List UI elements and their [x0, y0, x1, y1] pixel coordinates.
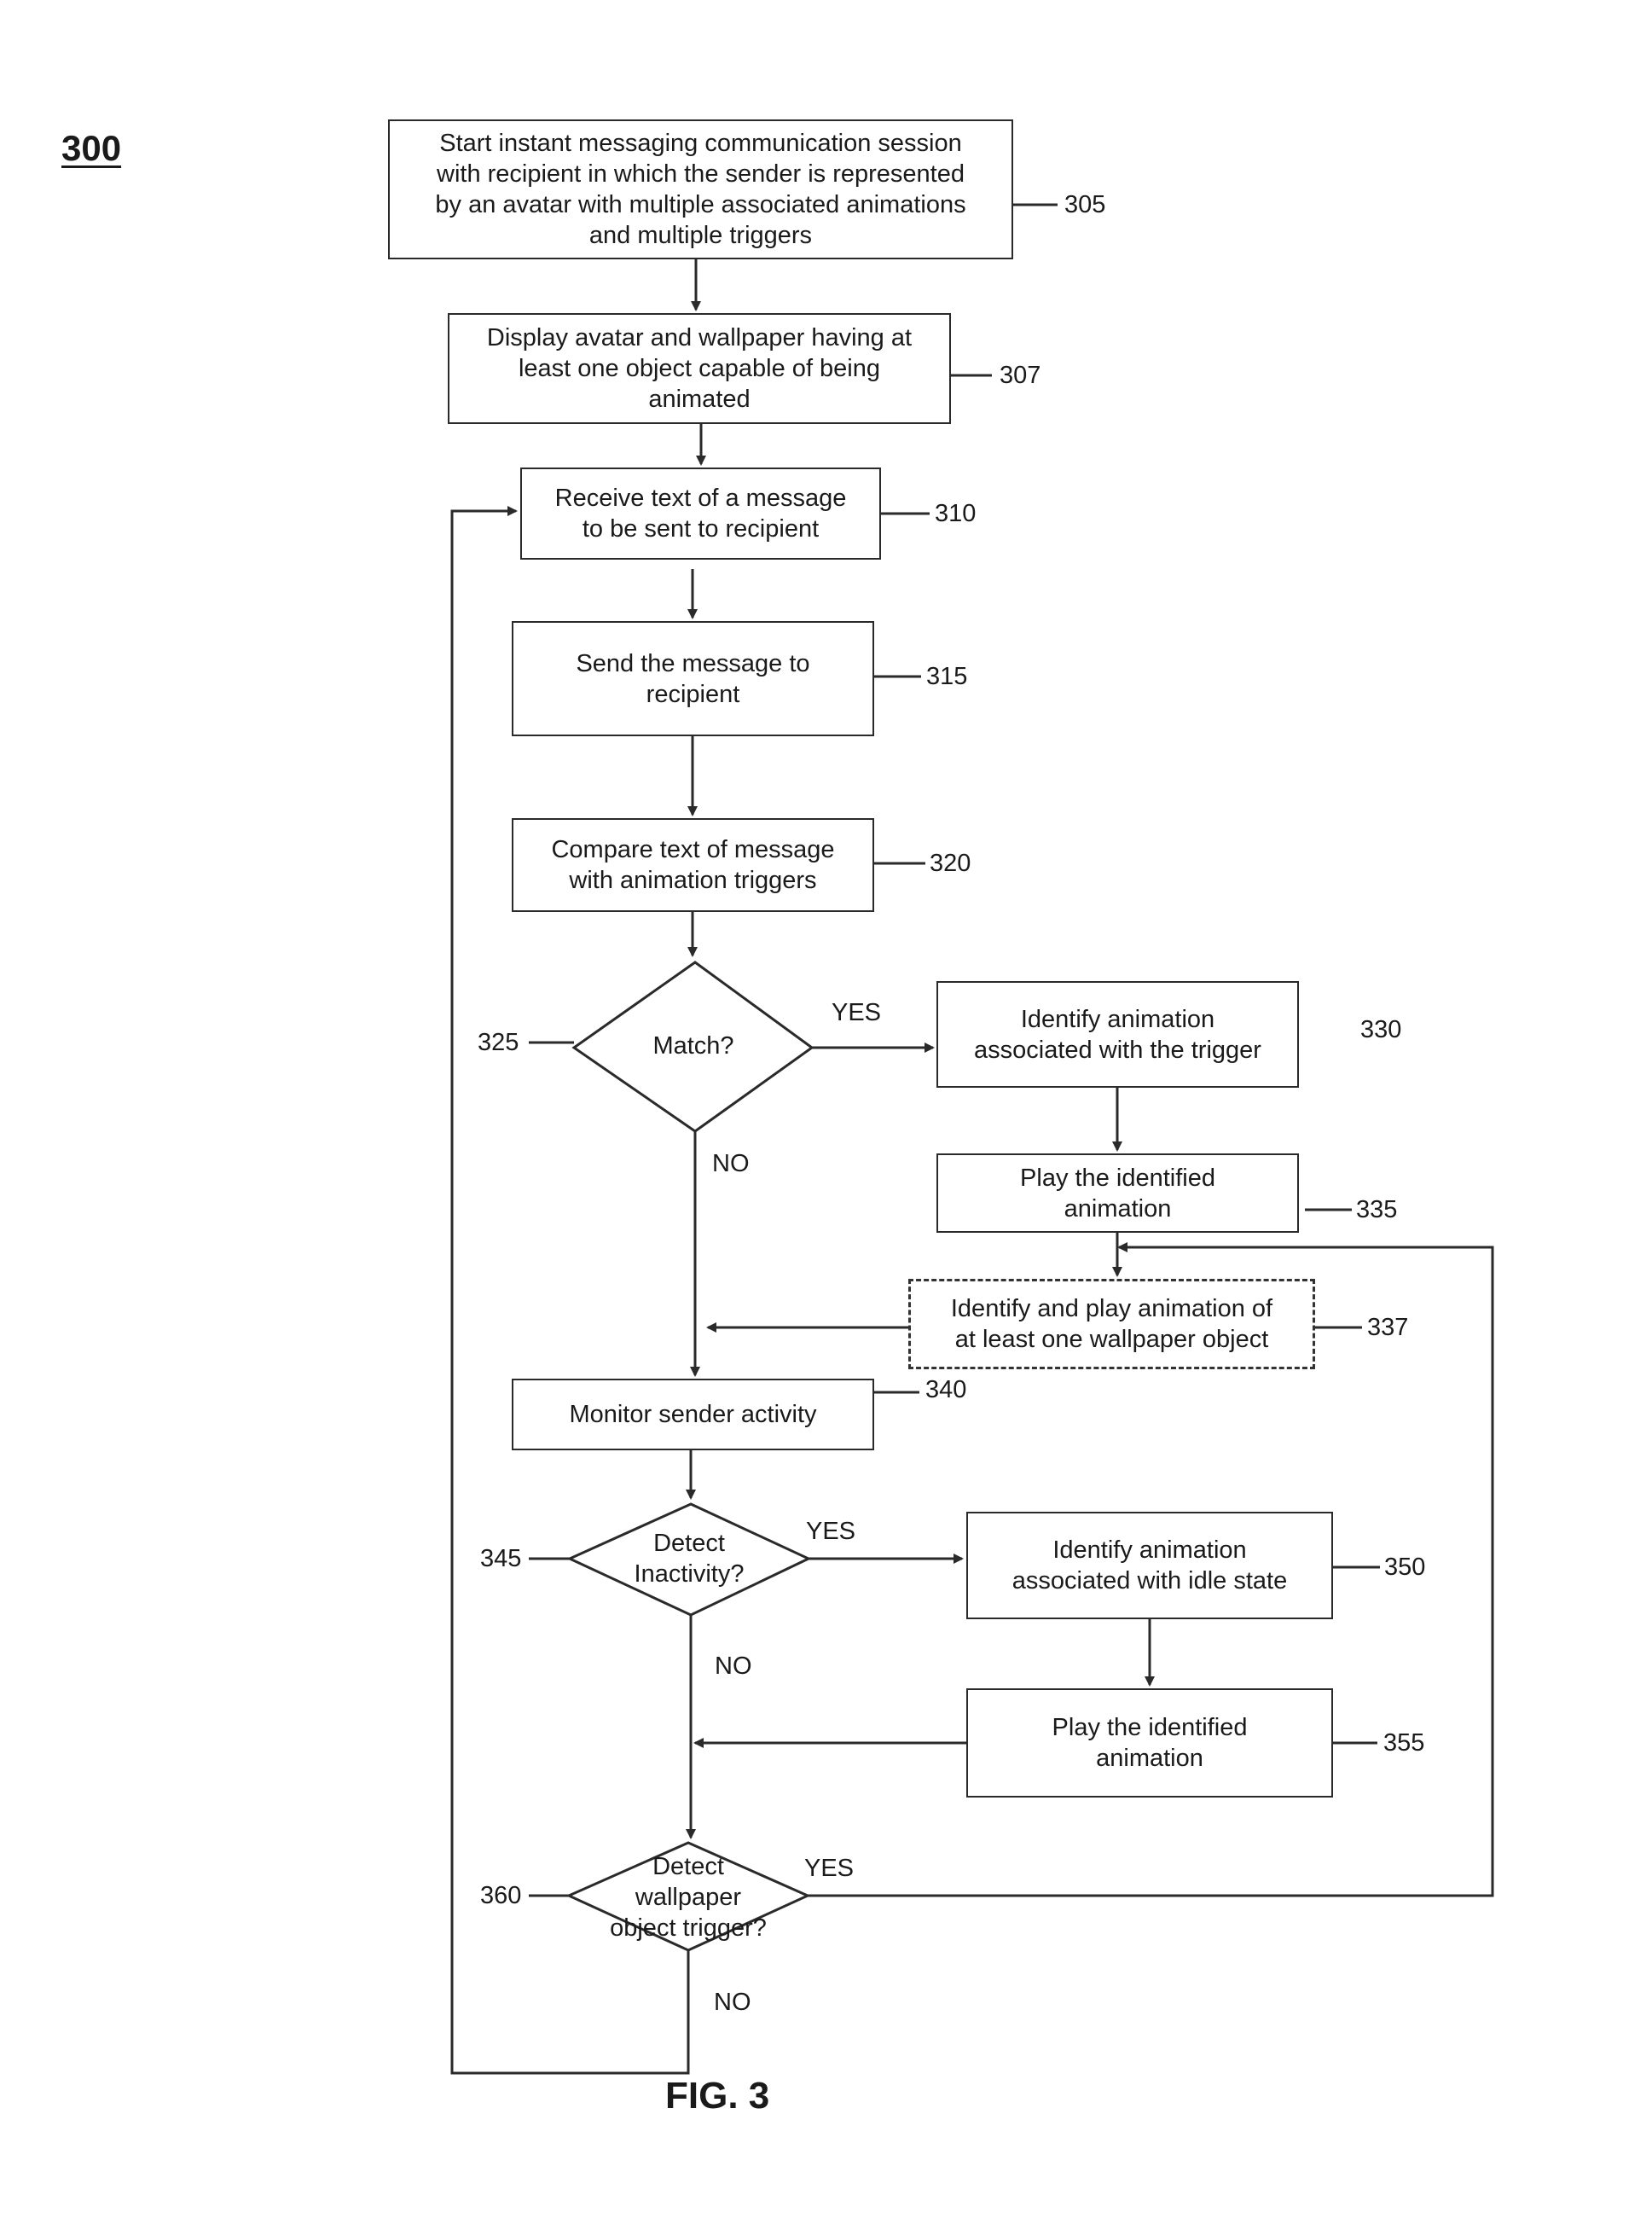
- ref-360: 360: [480, 1881, 521, 1910]
- decision-345-no-label: NO: [715, 1652, 752, 1681]
- ref-315: 315: [926, 662, 967, 691]
- decision-360-line-1: Detect: [610, 1851, 767, 1882]
- decision-360-no-label: NO: [714, 1988, 751, 2017]
- step-330-line-1: Identify animation: [974, 1004, 1261, 1035]
- decision-360-yes-label: YES: [804, 1854, 854, 1883]
- ref-305: 305: [1064, 190, 1105, 219]
- arrow-360-no-loop-310: [452, 511, 688, 2073]
- ref-330: 330: [1360, 1015, 1401, 1044]
- step-350-line-1: Identify animation: [1012, 1535, 1287, 1565]
- step-330-line-2: associated with the trigger: [974, 1035, 1261, 1066]
- decision-325-yes-label: YES: [832, 998, 881, 1027]
- step-335-line-1: Play the identified: [1020, 1163, 1215, 1194]
- step-320-line-2: with animation triggers: [551, 865, 834, 896]
- ref-355: 355: [1383, 1728, 1424, 1757]
- decision-325-line-1: Match?: [652, 1031, 733, 1061]
- ref-337: 337: [1367, 1313, 1408, 1342]
- decision-345-yes-label: YES: [806, 1517, 855, 1546]
- decision-345-line-1: Detect: [635, 1528, 745, 1559]
- step-310-line-1: Receive text of a message: [555, 483, 847, 514]
- step-307-line-1: Display avatar and wallpaper having at: [487, 322, 912, 353]
- step-307-line-3: animated: [487, 384, 912, 415]
- ref-325: 325: [478, 1028, 519, 1057]
- ref-350: 350: [1384, 1553, 1425, 1582]
- ref-307: 307: [1000, 361, 1040, 390]
- step-310-line-2: to be sent to recipient: [555, 514, 847, 544]
- decision-325-no-label: NO: [712, 1149, 750, 1178]
- step-340-box: Monitor sender activity: [512, 1379, 874, 1450]
- step-310-box: Receive text of a message to be sent to …: [520, 468, 881, 560]
- ref-320: 320: [930, 849, 971, 878]
- step-330-box: Identify animation associated with the t…: [936, 981, 1299, 1088]
- step-355-box: Play the identified animation: [966, 1688, 1333, 1798]
- step-315-line-1: Send the message to: [576, 648, 809, 679]
- step-305-line-1: Start instant messaging communication se…: [435, 128, 965, 159]
- step-305-box: Start instant messaging communication se…: [388, 119, 1013, 259]
- decision-360-line-3: object trigger?: [610, 1913, 767, 1943]
- step-335-box: Play the identified animation: [936, 1153, 1299, 1233]
- step-315-line-2: recipient: [576, 679, 809, 710]
- step-337-line-1: Identify and play animation of: [951, 1293, 1272, 1324]
- step-307-box: Display avatar and wallpaper having at l…: [448, 313, 951, 424]
- step-305-line-4: and multiple triggers: [435, 220, 965, 251]
- step-315-box: Send the message to recipient: [512, 621, 874, 736]
- ref-345: 345: [480, 1544, 521, 1573]
- step-337-line-2: at least one wallpaper object: [951, 1324, 1272, 1355]
- step-305-line-2: with recipient in which the sender is re…: [435, 159, 965, 189]
- decision-360-text: Detect wallpaper object trigger?: [610, 1851, 767, 1943]
- figure-caption: FIG. 3: [665, 2075, 769, 2117]
- step-350-line-2: associated with idle state: [1012, 1565, 1287, 1596]
- step-305-line-3: by an avatar with multiple associated an…: [435, 189, 965, 220]
- ref-310: 310: [935, 499, 976, 528]
- decision-345-text: Detect Inactivity?: [635, 1528, 745, 1589]
- decision-345-line-2: Inactivity?: [635, 1559, 745, 1589]
- step-355-line-1: Play the identified: [1052, 1712, 1248, 1743]
- step-337-box: Identify and play animation of at least …: [908, 1279, 1315, 1369]
- figure-number: 300: [61, 128, 121, 169]
- ref-335: 335: [1356, 1195, 1397, 1224]
- step-335-line-2: animation: [1020, 1194, 1215, 1224]
- step-340-line-1: Monitor sender activity: [569, 1399, 816, 1430]
- decision-325-text: Match?: [652, 1031, 733, 1061]
- step-307-line-2: least one object capable of being: [487, 353, 912, 384]
- step-355-line-2: animation: [1052, 1743, 1248, 1774]
- step-320-box: Compare text of message with animation t…: [512, 818, 874, 912]
- step-320-line-1: Compare text of message: [551, 834, 834, 865]
- ref-340: 340: [925, 1375, 966, 1404]
- step-350-box: Identify animation associated with idle …: [966, 1512, 1333, 1619]
- decision-360-line-2: wallpaper: [610, 1882, 767, 1913]
